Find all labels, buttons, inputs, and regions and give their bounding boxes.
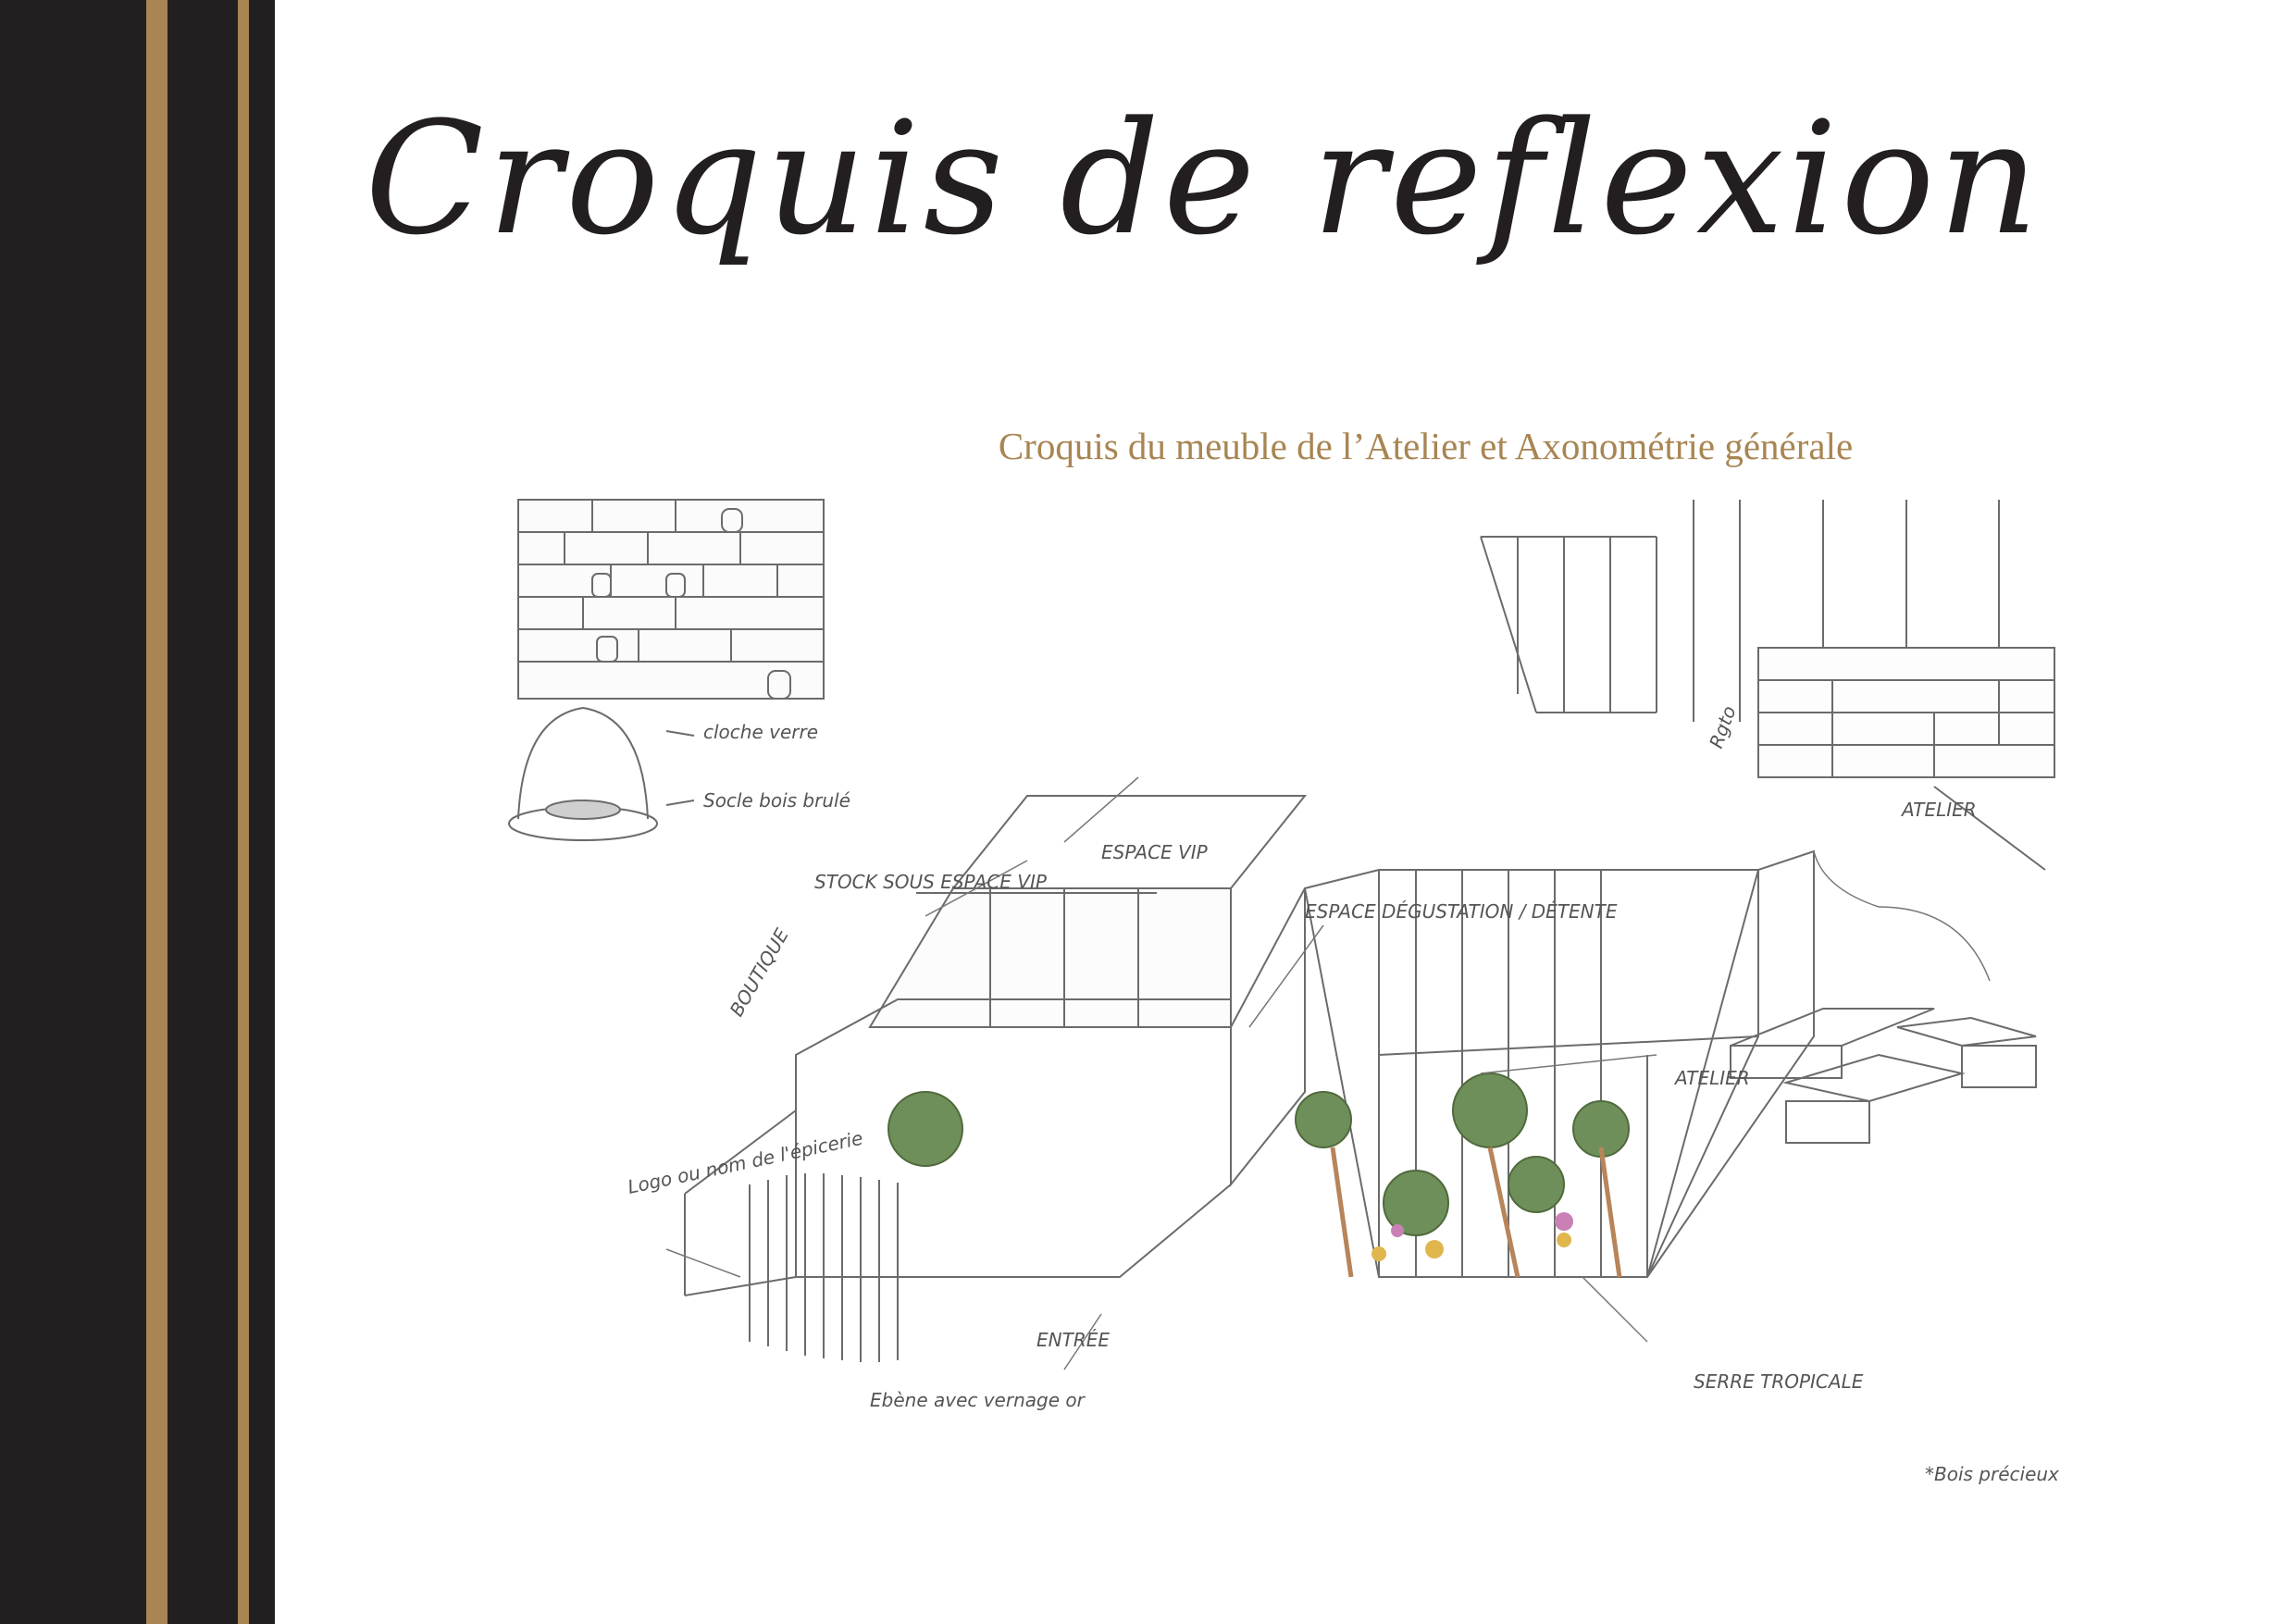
label-atelier-top: ATELIER [1900,799,1977,821]
left-band-gold-stripe-2 [238,0,249,1624]
label-socle: Socle bois brulé [703,789,850,812]
label-espace-vip: ESPACE VIP [1101,841,1209,863]
shelf-sketch [517,499,825,700]
label-rdc: Rgto [1705,703,1741,751]
label-serre: SERRE TROPICALE [1694,1370,1864,1393]
page-title: Croquis de reflexion [365,88,2042,269]
label-footnote: *Bois précieux de Madagascar [1925,1463,2064,1485]
label-stock: STOCK SOUS ESPACE VIP [814,871,1048,893]
block-sketch [1730,1008,2037,1144]
left-band-dark-stripe [168,0,238,1624]
label-entree: ENTRÉE [1036,1329,1110,1351]
cloche-sketch [508,706,695,841]
left-band-dark [0,0,146,1624]
label-boutique: BOUTIQUE [726,924,794,1020]
building-axonometric [684,795,1815,1362]
label-cloche: cloche verre [703,721,818,743]
left-band-gold-stripe [146,0,168,1624]
page-subtitle: Croquis du meuble de l’Atelier et Axonom… [998,425,1854,467]
left-band-dark-stripe-2 [249,0,275,1624]
atelier-elevation [1480,500,2055,871]
axonometric-sketch: cloche verre Socle bois brulé Rgto ATELI… [508,499,2064,1485]
label-atelier: ATELIER [1673,1067,1750,1089]
label-degustation: ESPACE DÉGUSTATION / DÉTENTE [1305,900,1618,923]
label-logo: Logo ou nom de l'épicerie [626,1127,864,1198]
label-ebene: Ebène avec vernage or [870,1389,1086,1411]
